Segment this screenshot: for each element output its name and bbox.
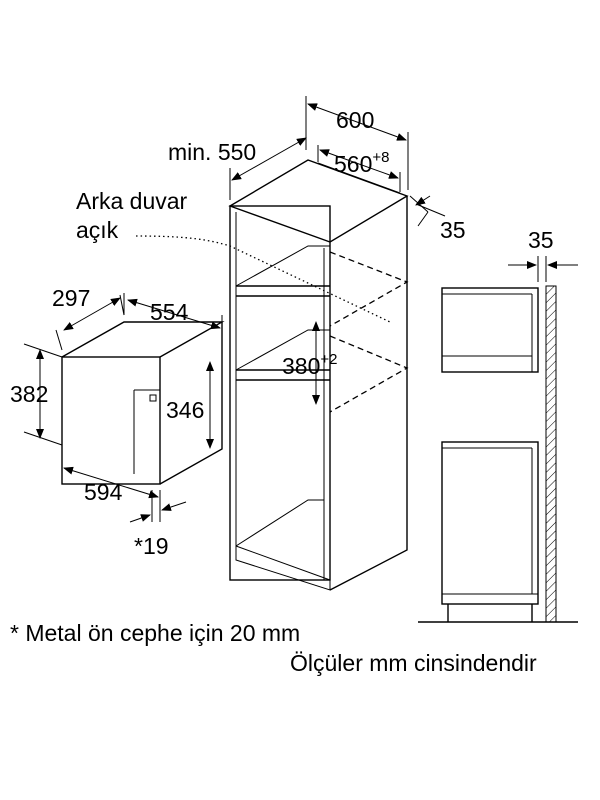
dim-35-back: 35 — [409, 195, 466, 243]
dim-min-550: min. 550 — [168, 137, 307, 200]
wall-hatch — [545, 285, 557, 623]
cabinet-top — [228, 159, 409, 243]
dim-380-tolerance: +2 — [320, 351, 337, 368]
dim-297: 297 — [52, 285, 125, 351]
dim-19: *19 — [129, 490, 187, 559]
dim-380: 380+2 — [282, 321, 337, 405]
microwave-front — [61, 356, 161, 485]
dim-297-label: 297 — [52, 285, 90, 311]
microwave-side — [159, 322, 223, 485]
back-wall-callout: Arka duvar açık — [76, 188, 391, 323]
dim-35-back-label: 35 — [440, 217, 466, 243]
cabinet-drawing — [228, 159, 409, 591]
dim-35-side-label: 35 — [528, 227, 554, 253]
dim-560-tolerance: +8 — [372, 149, 389, 166]
dim-19-label: *19 — [134, 533, 169, 559]
dim-382-label: 382 — [10, 381, 48, 407]
dim-382: 382 — [10, 343, 63, 446]
dim-600-label: 600 — [336, 107, 374, 133]
dim-594-label: 594 — [84, 479, 123, 505]
dim-380-label: 380 — [282, 353, 320, 379]
back-wall-label-line2: açık — [76, 217, 119, 243]
dim-346-label: 346 — [166, 397, 204, 423]
cabinet-front — [229, 205, 331, 581]
dim-560-label: 560 — [334, 151, 372, 177]
dim-554-label: 554 — [150, 299, 189, 325]
back-wall-label-line1: Arka duvar — [76, 188, 188, 214]
microwave-top — [61, 321, 225, 358]
dim-346: 346 — [166, 361, 214, 449]
units-note: Ölçüler mm cinsindendir — [290, 650, 537, 676]
dim-min-550-label: min. 550 — [168, 139, 256, 165]
svg-text:560+8: 560+8 — [334, 149, 389, 177]
side-view-drawing — [418, 285, 578, 623]
dim-600: 600 — [305, 96, 409, 190]
dim-560: 560+8 — [317, 145, 401, 192]
svg-text:380+2: 380+2 — [282, 351, 337, 379]
dim-35-side: 35 — [508, 227, 578, 282]
metal-front-note: * Metal ön cephe için 20 mm — [10, 620, 300, 646]
dim-554: 554 — [123, 293, 223, 332]
